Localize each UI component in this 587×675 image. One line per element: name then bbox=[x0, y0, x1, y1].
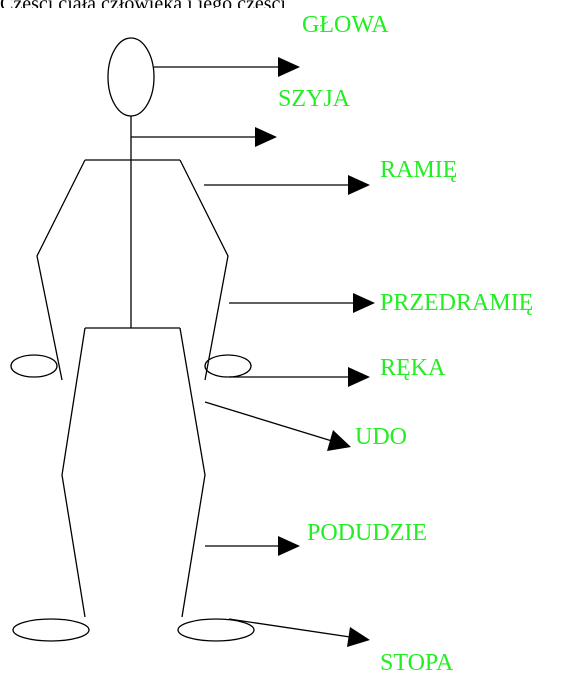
label-head: GŁOWA bbox=[302, 12, 389, 38]
label-lower-leg: PODUDZIE bbox=[307, 520, 427, 546]
left-hand-shape bbox=[10, 354, 58, 378]
head-arrow bbox=[154, 57, 300, 77]
forearm-arrow bbox=[229, 293, 375, 313]
lower-leg-arrow bbox=[205, 536, 300, 556]
neck-arrow bbox=[131, 127, 277, 147]
left-foot-shape bbox=[12, 618, 90, 642]
label-hand: RĘKA bbox=[380, 355, 446, 381]
head-shape bbox=[107, 37, 155, 117]
label-thigh: UDO bbox=[355, 424, 407, 450]
pointer-arrows bbox=[131, 57, 375, 647]
stick-figure bbox=[10, 37, 255, 642]
part-labels: GŁOWA SZYJA RAMIĘ PRZEDRAMIĘ RĘKA UDO PO… bbox=[278, 12, 533, 675]
left-arm bbox=[36, 159, 86, 381]
right-hand-shape bbox=[204, 354, 252, 378]
label-foot: STOPA bbox=[380, 650, 454, 675]
foot-arrow bbox=[228, 618, 370, 647]
left-leg bbox=[61, 327, 86, 618]
thigh-arrow bbox=[204, 401, 351, 451]
right-arm bbox=[179, 159, 229, 381]
right-leg bbox=[179, 327, 206, 618]
label-neck: SZYJA bbox=[278, 86, 351, 112]
header-text: Części ciała człowieka i jego części bbox=[0, 0, 286, 8]
shoulder-arrow bbox=[204, 175, 370, 195]
label-shoulder: RAMIĘ bbox=[380, 157, 457, 183]
hand-arrow bbox=[229, 367, 370, 387]
label-forearm: PRZEDRAMIĘ bbox=[380, 290, 533, 316]
right-foot-shape bbox=[177, 618, 255, 642]
